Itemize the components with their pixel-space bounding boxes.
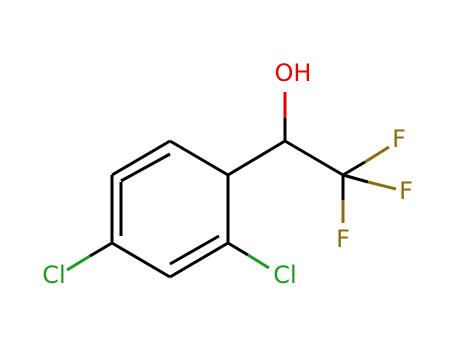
ring-bond-5	[169, 241, 229, 279]
bond-cf3-right-black	[342, 173, 369, 184]
bond-right-chlorine-black	[227, 241, 249, 257]
fluorine-lower-label: F	[336, 225, 350, 253]
bond-left-chlorine-black	[89, 241, 113, 258]
oxygen-label: OH	[275, 59, 312, 87]
ring-bond-1	[169, 139, 229, 177]
ring-bond-4	[111, 241, 171, 279]
aromatic-inner-bond-3	[169, 234, 220, 266]
aromatic-inner-bond-1	[120, 152, 171, 183]
fluorine-right-label: F	[399, 177, 413, 205]
bond-carbinol-to-cf3	[284, 139, 344, 177]
bond-cf3-right-gold	[367, 180, 397, 191]
fluorine-upper-label: F	[392, 125, 406, 153]
chlorine-right-label: Cl	[273, 261, 296, 289]
ring-bond-2	[111, 139, 171, 177]
bond-right-chlorine-green	[247, 253, 270, 270]
bond-cf3-upper-black	[342, 160, 366, 177]
chlorine-left-label: Cl	[42, 261, 65, 289]
bond-ring-to-carbinol	[227, 139, 286, 177]
bond-cf3-upper-gold	[364, 145, 390, 164]
bond-left-chlorine-green	[66, 254, 91, 272]
